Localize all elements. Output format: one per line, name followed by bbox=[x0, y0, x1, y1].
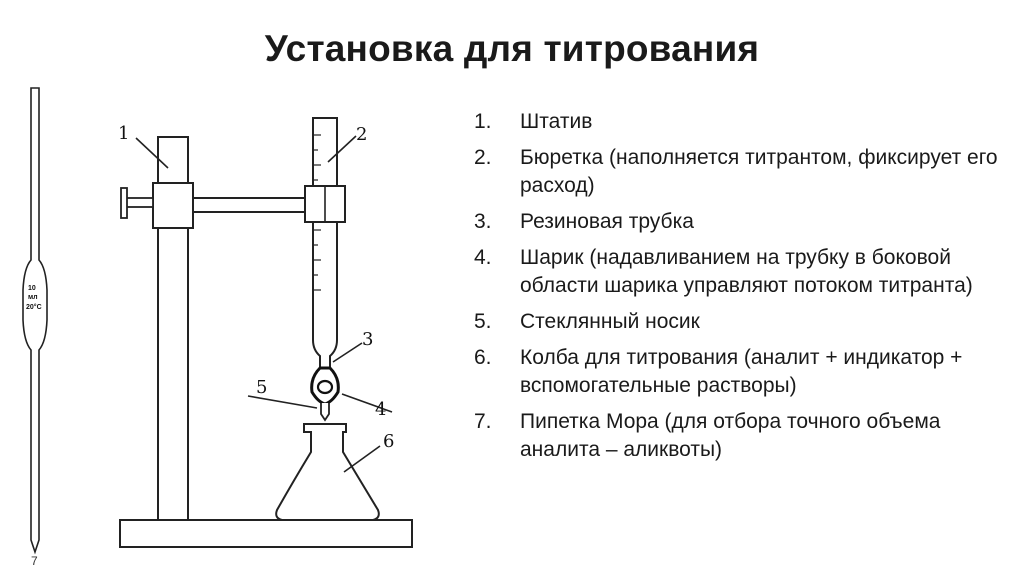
glass-tip bbox=[320, 403, 330, 422]
legend-number: 7. bbox=[474, 410, 492, 433]
callout-2: 2 bbox=[356, 124, 367, 145]
stand-base bbox=[119, 519, 413, 548]
pipette-unit-label: мл bbox=[28, 294, 38, 301]
legend-number: 1. bbox=[474, 110, 492, 133]
pipette-temp-label: 20°C bbox=[26, 303, 42, 311]
callout-6: 6 bbox=[383, 431, 394, 452]
callout-1: 1 bbox=[118, 123, 129, 144]
legend-number: 6. bbox=[474, 346, 492, 369]
slide-title: Установка для титрования bbox=[264, 28, 760, 69]
ball-valve bbox=[316, 379, 334, 395]
legend-item: 4. Шарик (надавливанием на трубку в боков… bbox=[474, 244, 1019, 300]
legend-text: Резиновая трубка bbox=[520, 210, 694, 233]
legend-item: 5. Стеклянный носик bbox=[474, 308, 1019, 336]
legend-text: Штатив bbox=[520, 110, 593, 133]
callout-5: 5 bbox=[256, 377, 267, 398]
mohr-pipette bbox=[22, 87, 48, 555]
legend-item: 1. Штатив bbox=[474, 108, 1019, 136]
callout-4: 4 bbox=[375, 399, 386, 420]
burette-graduations bbox=[313, 134, 321, 291]
legend-text: Шарик (надавливанием на трубку в боковой… bbox=[520, 246, 973, 297]
pipette-volume-label: 10 bbox=[28, 285, 36, 292]
legend-text: Бюретка (наполняется титрантом, фиксируе… bbox=[520, 146, 998, 197]
thumb-screw bbox=[125, 197, 154, 208]
pipette-number-label: 7 bbox=[31, 554, 38, 568]
legend-item: 7. Пипетка Мора (для отбора точного объем… bbox=[474, 408, 1019, 464]
titration-setup-diagram: 10 мл 20°C 7 1 2 bbox=[22, 87, 413, 568]
legend-number: 5. bbox=[474, 310, 492, 333]
legend-item: 6. Колба для титрования (аналит + индикат… bbox=[474, 344, 1019, 400]
legend-item: 3. Резиновая трубка bbox=[474, 208, 1019, 236]
rod-clamp bbox=[152, 182, 194, 229]
legend-number: 2. bbox=[474, 146, 492, 169]
legend-text: Пипетка Мора (для отбора точного объема … bbox=[520, 410, 941, 461]
callout-3: 3 bbox=[362, 329, 373, 350]
legend-text: Колба для титрования (аналит + индикатор… bbox=[520, 346, 963, 397]
clamp-arm bbox=[192, 197, 306, 213]
titration-flask bbox=[275, 423, 380, 521]
burette bbox=[312, 117, 338, 369]
legend-number: 4. bbox=[474, 246, 492, 269]
legend-item: 2. Бюретка (наполняется титрантом, фиксир… bbox=[474, 144, 1019, 200]
component-legend: 1. Штатив 2. Бюретка (наполняется титранто… bbox=[474, 108, 1019, 472]
legend-number: 3. bbox=[474, 210, 492, 233]
legend-text: Стеклянный носик bbox=[520, 310, 700, 333]
